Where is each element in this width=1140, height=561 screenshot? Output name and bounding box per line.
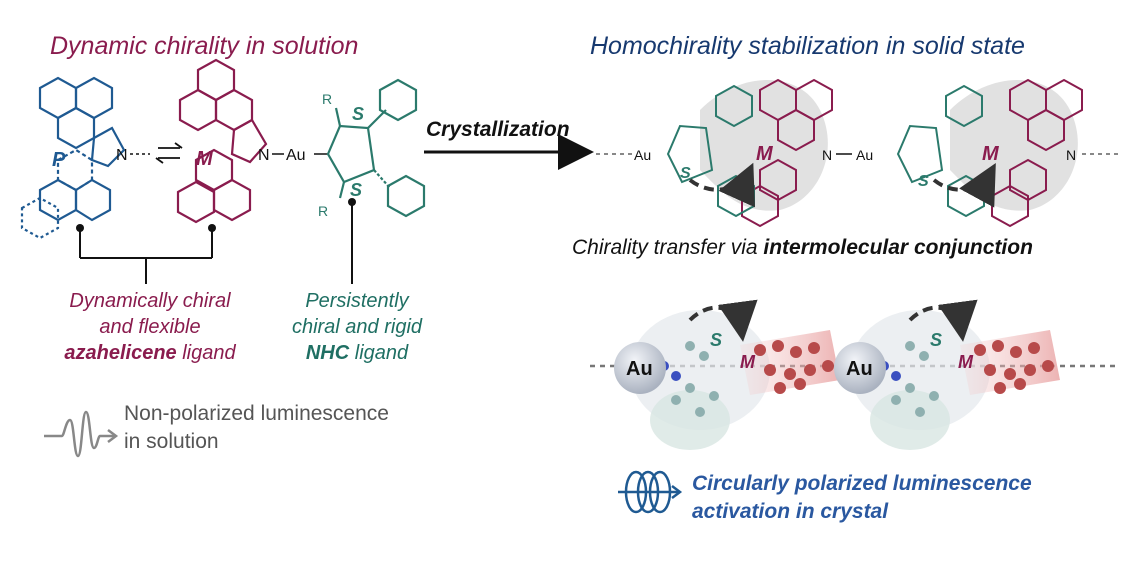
left-title: Dynamic chirality in solution [50,32,359,60]
crystal-m-1: M [740,352,756,372]
chain-s-1: S [680,165,691,182]
cpl-caption: Circularly polarized luminescence activa… [692,470,1032,526]
crystallization-label: Crystallization [426,118,570,141]
nonpolarized-caption: Non-polarized luminescence in solution [124,400,389,456]
nhc-r-bottom: R [318,203,328,219]
transfer-bold: intermolecular conjunction [763,236,1033,259]
crystal-m-2: M [958,352,974,372]
crystal-au-2: Au [846,358,873,380]
azahelicene-line-1: Dynamically chiral [69,290,231,312]
chain-au-2: Au [856,147,873,163]
chain-s-2: S [918,173,929,190]
chain-n-1: N [822,147,832,163]
chain-m-2: M [982,143,1000,165]
transfer-prefix: Chirality transfer via [572,236,764,259]
chirality-transfer-caption: Chirality transfer via intermolecular co… [572,236,1033,260]
chain-unit-1 [666,78,833,228]
crystal-s-2: S [930,330,942,350]
nhc-s-bottom: S [350,180,362,200]
equilibrium-arrows [155,142,183,164]
nhc-line-1: Persistently [305,290,409,312]
nhc-bold: NHC [305,342,350,364]
p-nitrogen-label: N [116,147,128,164]
chain-m-1: M [756,143,774,165]
au-label: Au [286,147,306,164]
azahelicene-rest: ligand [176,342,236,364]
right-title: Homochirality stabilization in solid sta… [590,32,1025,60]
circular-polarization-icon [618,470,683,514]
nhc-structure [326,78,426,218]
m-azahelicene-structure [176,58,268,224]
chain-n-2: N [1066,147,1076,163]
crystal-s-1: S [710,330,722,350]
crystal-au-1: Au [626,358,653,380]
p-azahelicene-structure [20,76,126,240]
wave-icon [44,410,119,458]
crystal-structure-render [590,299,1120,450]
nhc-r-top: R [322,91,332,107]
m-label: M [196,148,214,170]
chain-unit-2 [896,78,1083,228]
azahelicene-bold: azahelicene [64,342,177,364]
m-nitrogen-label: N [258,147,270,164]
azahelicene-bracket [79,228,213,284]
nonpolarized-line-2: in solution [124,430,219,453]
azahelicene-caption: Dynamically chiral and flexible azahelic… [30,288,270,366]
p-label: P [52,149,66,171]
nhc-caption: Persistently chiral and rigid NHC ligand [272,288,442,366]
cpl-line-2: activation in crystal [692,500,889,523]
cpl-line-1: Circularly polarized luminescence [692,472,1032,495]
nonpolarized-line-1: Non-polarized luminescence [124,402,389,425]
nhc-s-top: S [352,104,364,124]
nhc-line-2: chiral and rigid [291,316,423,338]
azahelicene-line-2: and flexible [99,316,201,338]
nhc-rest: ligand [349,342,409,364]
solid-state-chain: Au M S N Au M S N [596,78,1118,228]
chain-au-1: Au [634,147,651,163]
